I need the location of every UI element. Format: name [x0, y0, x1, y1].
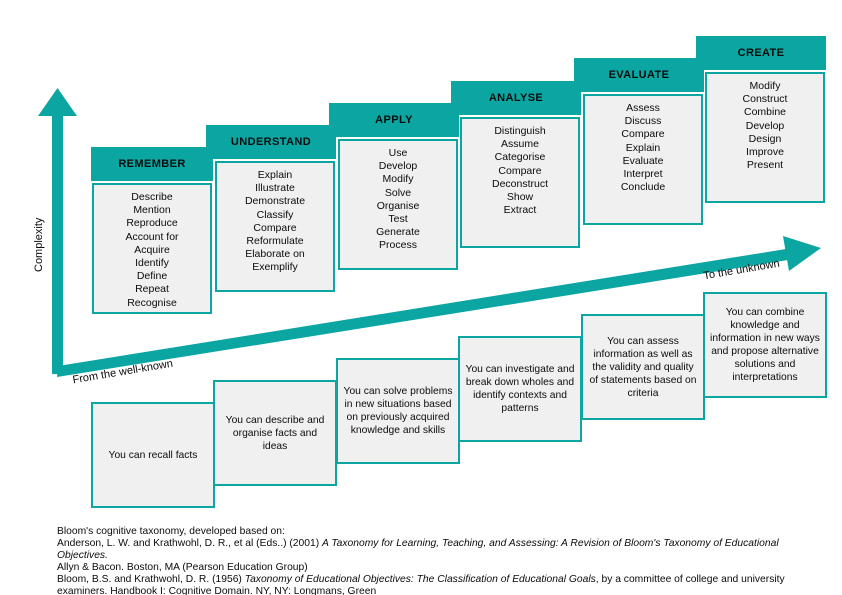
verb-list: Explain Illustrate Demonstrate Classify …: [244, 169, 306, 274]
level-title: EVALUATE: [608, 69, 670, 81]
level-verb-box-analyse: Distinguish Assume Categorise Compare De…: [460, 117, 580, 248]
verb-list: Modify Construct Combine Develop Design …: [742, 80, 788, 172]
footer-heading: Bloom's cognitive taxonomy, developed ba…: [57, 526, 285, 537]
level-title: CREATE: [737, 47, 785, 59]
level-verb-box-remember: Describe Mention Reproduce Account for A…: [92, 183, 212, 314]
can-box-remember: You can recall facts: [91, 402, 215, 508]
verb-list: Use Develop Modify Solve Organise Test G…: [376, 147, 420, 252]
level-verb-box-evaluate: Assess Discuss Compare Explain Evaluate …: [583, 94, 703, 225]
can-box-understand: You can describe and organise facts and …: [213, 380, 337, 486]
verb-list: Assess Discuss Compare Explain Evaluate …: [620, 102, 666, 194]
can-box-evaluate: You can assess information as well as th…: [581, 314, 705, 420]
can-statement: You can combine knowledge and informatio…: [710, 307, 820, 383]
can-box-apply: You can solve problems in new situations…: [336, 358, 460, 464]
citation-footer: Bloom's cognitive taxonomy, developed ba…: [57, 526, 817, 595]
can-statement: You can recall facts: [108, 449, 198, 461]
level-title: UNDERSTAND: [230, 136, 312, 148]
level-title: APPLY: [375, 114, 413, 126]
citation-title-italic: A Taxonomy for Learning, Teaching, and A…: [57, 538, 779, 561]
level-header-apply: APPLY: [329, 103, 459, 137]
can-statement: You can assess information as well as th…: [589, 335, 697, 399]
level-header-understand: UNDERSTAND: [206, 125, 336, 159]
footer-citation-bloom: Bloom, B.S. and Krathwohl, D. R. (1956) …: [57, 574, 817, 586]
level-header-remember: REMEMBER: [91, 147, 213, 181]
can-statement: You can investigate and break down whole…: [465, 364, 575, 414]
can-box-analyse: You can investigate and break down whole…: [458, 336, 582, 442]
footer-citation-publisher: Allyn & Bacon. Boston, MA (Pearson Educa…: [57, 562, 308, 573]
level-title: REMEMBER: [118, 158, 186, 170]
citation-title-italic: Taxonomy of Educational Objectives: The …: [244, 574, 596, 585]
level-verb-box-create: Modify Construct Combine Develop Design …: [705, 72, 825, 203]
complexity-axis-label: Complexity: [33, 217, 45, 272]
level-title: ANALYSE: [488, 92, 544, 104]
level-header-analyse: ANALYSE: [451, 81, 581, 115]
citation-text: Anderson, L. W. and Krathwohl, D. R., et…: [57, 538, 322, 549]
citation-text: Bloom, B.S. and Krathwohl, D. R. (1956): [57, 574, 245, 585]
level-header-create: CREATE: [696, 36, 826, 70]
level-verb-box-understand: Explain Illustrate Demonstrate Classify …: [215, 161, 335, 292]
from-well-known-label: From the well-known: [71, 357, 174, 387]
citation-text: , by a committee of college and universi…: [595, 574, 785, 585]
footer-citation-anderson: Anderson, L. W. and Krathwohl, D. R., et…: [57, 538, 817, 562]
verb-list: Distinguish Assume Categorise Compare De…: [491, 125, 549, 217]
can-statement: You can describe and organise facts and …: [225, 414, 325, 452]
level-header-evaluate: EVALUATE: [574, 58, 704, 92]
level-verb-box-apply: Use Develop Modify Solve Organise Test G…: [338, 139, 458, 270]
can-statement: You can solve problems in new situations…: [343, 386, 453, 436]
verb-list: Describe Mention Reproduce Account for A…: [125, 191, 179, 309]
to-unknown-label: To the unknown: [702, 257, 781, 283]
can-box-create: You can combine knowledge and informatio…: [703, 292, 827, 398]
footer-citation-handbook: examiners. Handbook I: Cognitive Domain.…: [57, 586, 377, 595]
